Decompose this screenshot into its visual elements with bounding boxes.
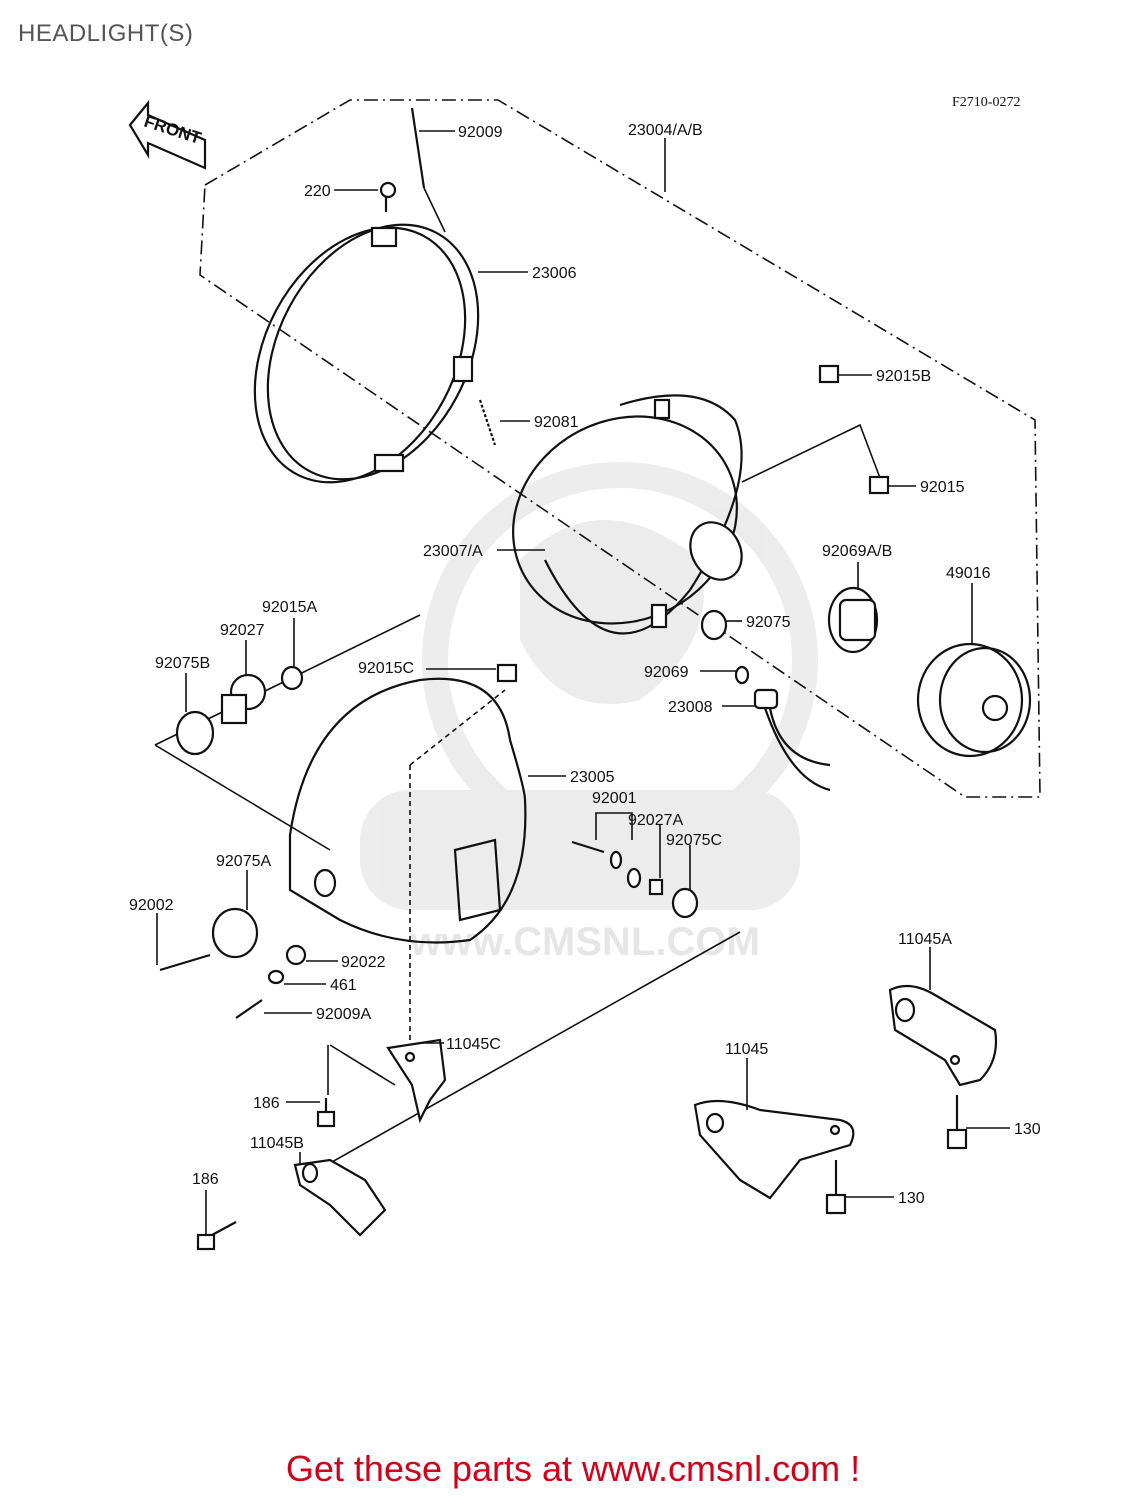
label-23008: 23008	[668, 699, 713, 716]
label-92069: 92069	[644, 664, 689, 681]
label-11045B: 11045B	[250, 1135, 304, 1152]
label-92075C: 92075C	[666, 832, 722, 849]
grommet-92075B	[175, 710, 215, 756]
label-92002: 92002	[129, 897, 174, 914]
footer-promo-text[interactable]: Get these parts at www.cmsnl.com !	[285, 1448, 861, 1489]
label-92015: 92015	[920, 479, 965, 496]
label-92009: 92009	[458, 124, 503, 141]
bracket-11045	[693, 1099, 855, 1200]
bolt-130-center	[825, 1160, 847, 1215]
label-92022: 92022	[341, 954, 386, 971]
washer-92001	[609, 850, 623, 870]
label-23007: 23007/A	[423, 543, 483, 560]
label-461: 461	[330, 977, 357, 994]
screw-92009	[410, 107, 426, 189]
dust-cap-49016	[916, 642, 1032, 758]
collar-92027	[220, 673, 267, 725]
label-23005: 23005	[570, 769, 615, 786]
grommet-92075C	[671, 887, 699, 919]
bracket-11045C	[386, 1038, 447, 1124]
bolt-130-right	[946, 1095, 968, 1150]
washer-92022	[285, 944, 307, 966]
part-labels: 92009 23004/A/B 220 23006 92081 92015B 9…	[129, 122, 1041, 1235]
label-23004: 23004/A/B	[628, 122, 703, 139]
label-92069AB: 92069A/B	[822, 543, 892, 560]
bolt-92001	[571, 840, 605, 854]
page-title: HEADLIGHT(S)	[18, 20, 194, 47]
nut-92015A	[280, 665, 304, 691]
label-130-right: 130	[1014, 1121, 1041, 1138]
grommet-92075	[700, 609, 728, 641]
label-92015B: 92015B	[876, 368, 931, 385]
label-220: 220	[304, 183, 331, 200]
washer-92027A	[626, 867, 642, 889]
bulb-92069	[734, 665, 750, 685]
nut-92015B	[818, 364, 840, 384]
label-92075B: 92075B	[155, 655, 210, 672]
grommet-92075A	[211, 907, 259, 959]
label-186-upper: 186	[253, 1095, 280, 1112]
bracket-11045A	[888, 984, 998, 1087]
label-92081: 92081	[534, 414, 579, 431]
washer-461	[267, 969, 285, 985]
label-92015C: 92015C	[358, 660, 414, 677]
label-92075: 92075	[746, 614, 791, 631]
label-130-center: 130	[898, 1190, 925, 1207]
bolt-186-upper	[316, 1098, 336, 1128]
label-11045: 11045	[725, 1041, 768, 1058]
bolt-186-lower	[196, 1221, 237, 1251]
label-92075A: 92075A	[216, 853, 271, 870]
label-49016: 49016	[946, 565, 991, 582]
screw-92009A	[235, 999, 263, 1019]
label-92015A: 92015A	[262, 599, 317, 616]
label-11045A: 11045A	[898, 931, 952, 948]
nut-92015C	[496, 663, 518, 683]
front-arrow-icon: FRONT	[128, 99, 207, 170]
headlight-case-23005	[288, 677, 527, 1045]
label-92001: 92001	[592, 790, 637, 807]
bracket-11045B	[293, 1158, 387, 1237]
label-92027A: 92027A	[628, 812, 683, 829]
bulb-92069AB	[827, 562, 879, 654]
diagram-code: F2710-0272	[952, 95, 1020, 110]
bolt-92002	[159, 953, 211, 972]
label-11045C: 11045C	[446, 1036, 501, 1053]
nut-92015	[868, 475, 890, 495]
collar-92027A	[648, 878, 664, 896]
label-92009A: 92009A	[316, 1006, 371, 1023]
socket-23008	[753, 688, 831, 792]
label-23006: 23006	[532, 265, 577, 282]
label-92027: 92027	[220, 622, 265, 639]
headlight-rim-23006	[253, 223, 480, 484]
screw-220	[379, 181, 397, 212]
label-186-lower: 186	[192, 1171, 219, 1188]
spring-92081	[478, 399, 497, 446]
headlight-unit-23007	[512, 394, 743, 635]
